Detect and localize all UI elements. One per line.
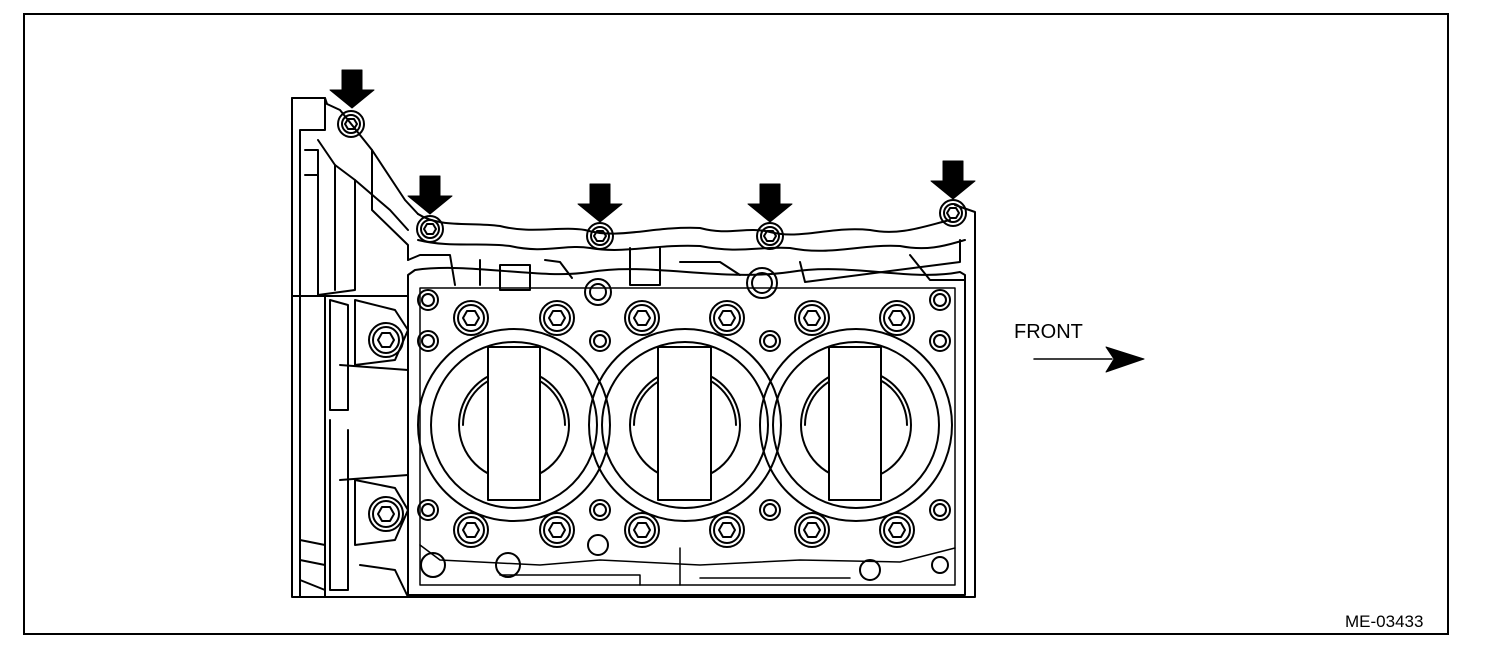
down-arrow-icon [930, 160, 976, 200]
cylinder-2 [588, 328, 782, 522]
block-side-outline [291, 97, 976, 598]
hex-bolt-icon [539, 512, 575, 548]
hex-bolt-icon [453, 300, 489, 336]
hex-bolt-icon [756, 222, 784, 250]
down-arrow-icon [407, 175, 453, 215]
hex-bolt-icon [416, 215, 444, 243]
deck-holes [417, 267, 951, 581]
deck-top-rail [407, 213, 966, 291]
hex-bolt-icon [453, 512, 489, 548]
right-arrow-icon [1033, 346, 1145, 373]
hex-bolt-icon [368, 322, 404, 358]
down-arrow-icon [577, 183, 623, 223]
hex-bolt-icon [624, 300, 660, 336]
cylinder-1 [417, 328, 611, 522]
hex-bolt-icon [709, 300, 745, 336]
hex-bolt-icon [586, 222, 614, 250]
figure-reference-code: ME-03433 [1345, 612, 1424, 631]
front-direction-label: FRONT [1014, 321, 1083, 343]
hex-bolt-icon [794, 300, 830, 336]
hex-bolt-icon [539, 300, 575, 336]
marker-arrows [329, 69, 976, 223]
cylinder-3 [759, 328, 953, 522]
hex-bolt-icon [794, 512, 830, 548]
hex-bolt-icon [709, 512, 745, 548]
down-arrow-icon [747, 183, 793, 223]
hex-bolt-icon [368, 496, 404, 532]
down-arrow-icon [329, 69, 375, 109]
hex-bolt-icon [939, 199, 967, 227]
hex-bolt-icon [879, 300, 915, 336]
cylinder-bank [417, 328, 953, 522]
figure-frame [23, 13, 1449, 635]
hex-bolt-icon [879, 512, 915, 548]
hex-bolt-icon [624, 512, 660, 548]
